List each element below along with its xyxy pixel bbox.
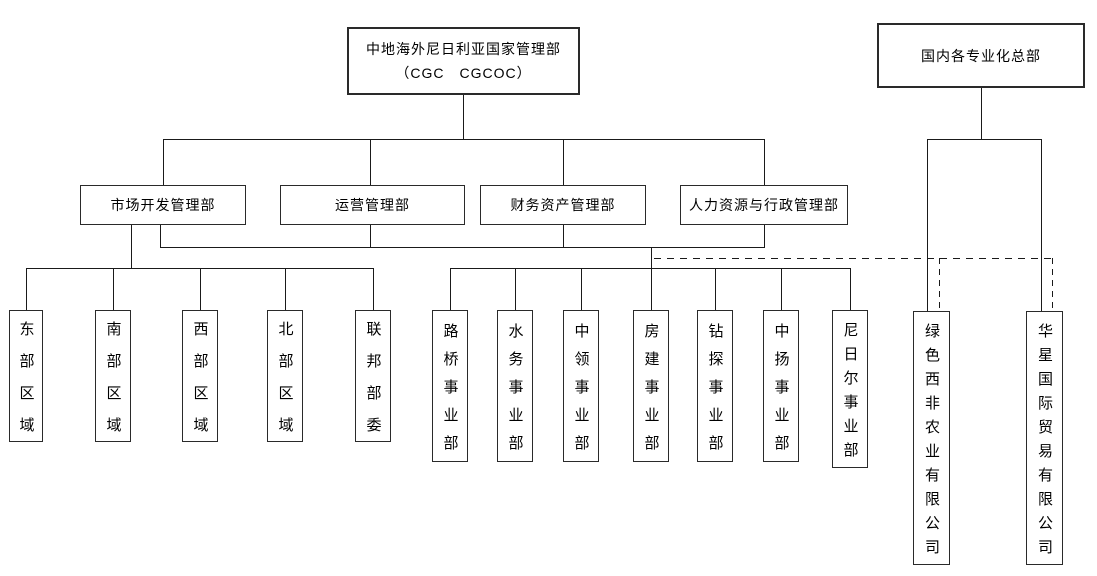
connector-line: [764, 225, 765, 247]
division-label: 中扬事业部: [772, 322, 790, 463]
connector-line: [450, 268, 851, 269]
dept-label: 财务资产管理部: [510, 197, 616, 213]
division-box-drilling: 钻探事业部: [697, 310, 733, 463]
root-box-label: 中地海外尼日利亚国家管理部 （CGC CGCOC）: [366, 37, 561, 86]
region-label: 西部区域: [191, 320, 209, 449]
connector-line: [370, 139, 371, 185]
connector-line: [515, 268, 516, 310]
connector-line: [981, 88, 982, 139]
dept-label: 人力资源与行政管理部: [689, 197, 839, 213]
connector-line-dashed: [1052, 258, 1053, 311]
region-label: 南部区域: [104, 320, 122, 449]
company-label: 绿色西非农业有限公司: [923, 322, 940, 563]
connector-line: [373, 268, 374, 310]
region-box-north: 北部区域: [267, 310, 303, 449]
connector-line-dashed: [939, 258, 940, 311]
connector-line: [370, 225, 371, 247]
connector-line: [764, 139, 765, 185]
division-box-zhongyang: 中扬事业部: [763, 310, 799, 463]
region-label: 东部区域: [17, 320, 35, 449]
connector-line: [781, 268, 782, 310]
connector-line: [131, 225, 132, 268]
division-label: 水务事业部: [506, 322, 524, 463]
root-box-label-line1: 中地海外尼日利亚国家管理部: [366, 40, 561, 57]
connector-line: [563, 225, 564, 247]
company-label: 华星国际贸易有限公司: [1036, 322, 1053, 563]
connector-line: [563, 139, 564, 185]
connector-line: [163, 139, 164, 185]
region-box-federal-ministries: 联邦部委: [355, 310, 391, 449]
company-box-green-west-africa-agriculture: 绿色西非农业有限公司: [913, 311, 950, 565]
dept-box-hr-admin: 人力资源与行政管理部: [680, 185, 848, 225]
division-box-niger: 尼日尔事业部: [832, 310, 868, 468]
division-label: 路桥事业部: [441, 322, 459, 463]
connector-line: [163, 139, 765, 140]
connector-line: [285, 268, 286, 310]
root-box-label-line2: （CGC CGCOC）: [395, 65, 532, 81]
division-label: 房建事业部: [642, 322, 660, 463]
division-label: 中领事业部: [572, 322, 590, 463]
region-label: 北部区域: [276, 320, 294, 449]
dept-box-market-development: 市场开发管理部: [80, 185, 246, 225]
region-box-south: 南部区域: [95, 310, 131, 449]
dept-label: 市场开发管理部: [110, 197, 216, 213]
connector-line: [1041, 139, 1042, 311]
hq-box-label: 国内各专业化总部: [921, 47, 1041, 64]
dept-box-finance-assets: 财务资产管理部: [480, 185, 646, 225]
division-box-zhongling: 中领事业部: [563, 310, 599, 463]
region-box-west: 西部区域: [182, 310, 218, 449]
connector-line: [651, 247, 652, 310]
connector-line: [581, 268, 582, 310]
division-box-water: 水务事业部: [497, 310, 533, 463]
connector-line: [927, 139, 928, 311]
connector-line: [160, 225, 161, 247]
region-box-east: 东部区域: [9, 310, 43, 449]
connector-line: [463, 95, 464, 139]
connector-line: [450, 268, 451, 310]
dept-box-operations: 运营管理部: [280, 185, 465, 225]
region-label: 联邦部委: [364, 320, 382, 449]
division-box-housing-construction: 房建事业部: [633, 310, 669, 463]
root-box: 中地海外尼日利亚国家管理部 （CGC CGCOC）: [347, 27, 580, 95]
connector-line: [715, 268, 716, 310]
connector-line: [850, 268, 851, 310]
division-box-road-bridge: 路桥事业部: [432, 310, 468, 463]
connector-line: [26, 268, 27, 310]
dept-label: 运营管理部: [335, 197, 410, 213]
company-box-huaxing-international-trade: 华星国际贸易有限公司: [1026, 311, 1063, 565]
hq-box: 国内各专业化总部: [877, 23, 1085, 88]
division-label: 钻探事业部: [706, 322, 724, 463]
connector-line: [200, 268, 201, 310]
connector-line-dashed: [654, 258, 1053, 259]
division-label: 尼日尔事业部: [841, 321, 859, 466]
connector-line: [927, 139, 1042, 140]
connector-line: [160, 247, 765, 248]
connector-line: [113, 268, 114, 310]
